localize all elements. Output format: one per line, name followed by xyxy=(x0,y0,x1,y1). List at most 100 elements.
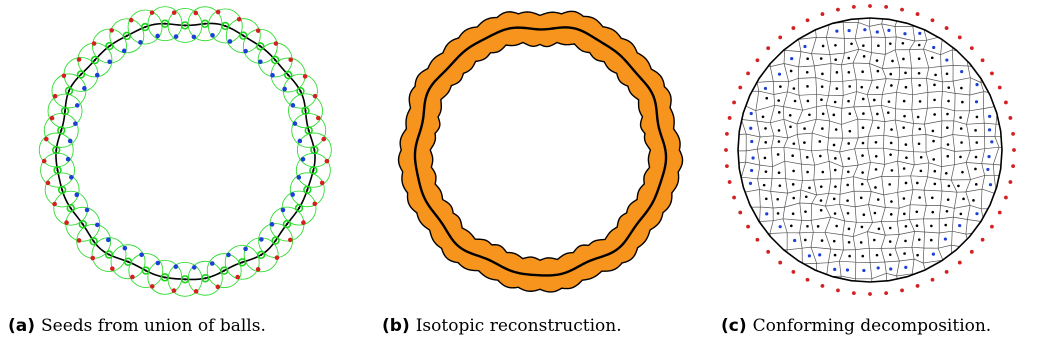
outer-seed xyxy=(273,41,279,46)
interior-seed xyxy=(902,99,906,103)
interior-seed xyxy=(890,169,894,172)
outer-seed xyxy=(255,28,261,33)
inner-boundary-seed xyxy=(835,29,839,33)
sample-center xyxy=(312,169,315,172)
interior-seed xyxy=(946,112,949,116)
inner-boundary-seed xyxy=(958,223,962,228)
sample-point xyxy=(256,42,265,51)
inner-seed xyxy=(191,265,197,270)
inner-seed xyxy=(155,260,161,266)
interior-seed xyxy=(915,224,919,228)
inner-seed xyxy=(259,237,264,242)
interior-seed xyxy=(874,186,877,189)
caption-b-text: Isotopic reconstruction. xyxy=(415,316,622,336)
interior-seed xyxy=(861,171,864,174)
interior-seed xyxy=(834,185,837,188)
outer-seed xyxy=(287,237,293,243)
inner-seed xyxy=(292,121,298,126)
interior-seed xyxy=(776,212,780,215)
outer-seed xyxy=(193,289,199,294)
outer-boundary-seed xyxy=(980,237,985,242)
interior-seed xyxy=(779,85,782,88)
outer-boundary-seed xyxy=(990,224,994,229)
interior-seed xyxy=(792,142,796,145)
interior-seed xyxy=(891,59,894,63)
inner-boundary-seed xyxy=(790,57,794,61)
sample-point xyxy=(180,21,190,30)
interior-seed xyxy=(777,171,781,175)
interior-seed xyxy=(917,238,921,241)
caption-c-text: Conforming decomposition. xyxy=(752,316,992,336)
caption-a-tag: (a) xyxy=(8,316,36,336)
outer-seed xyxy=(236,16,242,22)
interior-seed xyxy=(946,143,950,146)
outer-seed xyxy=(193,10,199,16)
interior-seed xyxy=(930,56,934,60)
inner-boundary-seed xyxy=(932,45,936,50)
sample-center xyxy=(55,148,58,152)
interior-seed xyxy=(792,87,796,90)
interior-seed xyxy=(904,181,908,185)
interior-seed xyxy=(947,86,951,89)
interior-seed xyxy=(959,212,963,216)
outer-boundary-seed xyxy=(755,237,760,242)
interior-seed xyxy=(915,210,919,214)
interior-seed xyxy=(905,156,908,159)
sample-point xyxy=(78,220,87,229)
interior-seed xyxy=(974,167,977,171)
inner-boundary-seed xyxy=(887,28,891,33)
interior-seed xyxy=(904,85,908,89)
sample-center xyxy=(69,207,72,210)
interior-seed xyxy=(846,183,849,187)
interior-seed xyxy=(832,239,836,243)
interior-seed xyxy=(890,200,893,203)
interior-seed xyxy=(944,223,948,227)
sample-center xyxy=(144,269,147,272)
interior-seed xyxy=(832,113,836,117)
interior-seed xyxy=(901,41,905,45)
inner-boundary-seed xyxy=(807,254,811,258)
interior-seed xyxy=(846,170,850,174)
interior-seed xyxy=(847,227,851,231)
interior-seed xyxy=(876,69,880,73)
interior-seed xyxy=(874,155,878,158)
interior-seed xyxy=(777,140,781,143)
interior-seed xyxy=(821,127,824,130)
sample-center xyxy=(287,73,290,77)
inner-seed xyxy=(105,237,111,243)
interior-seed xyxy=(873,98,876,102)
interior-seed xyxy=(904,143,908,146)
inner-boundary-seed xyxy=(875,30,879,34)
inner-seed xyxy=(191,34,197,40)
sample-center xyxy=(183,24,187,27)
interior-seed xyxy=(862,55,866,58)
interior-seed xyxy=(820,239,824,242)
interior-seed xyxy=(778,184,782,187)
outer-boundary-seed xyxy=(766,249,771,254)
interior-seed xyxy=(805,155,809,159)
sample-point xyxy=(105,41,114,51)
interior-seed xyxy=(861,141,865,145)
sample-center xyxy=(60,129,63,132)
interior-seed xyxy=(933,169,937,173)
interior-seed xyxy=(819,154,822,158)
sample-center xyxy=(223,269,226,272)
interior-seed xyxy=(930,196,934,200)
outer-boundary-seed xyxy=(930,18,935,23)
outer-seed xyxy=(171,10,177,15)
interior-seed xyxy=(860,182,864,186)
interior-seed xyxy=(846,199,849,202)
interior-seed xyxy=(903,212,906,216)
interior-seed xyxy=(947,184,951,188)
inner-seed xyxy=(290,103,296,108)
sample-point xyxy=(221,21,230,31)
ball-outline xyxy=(283,73,318,109)
interior-seed xyxy=(876,112,879,116)
interior-seed xyxy=(888,183,891,186)
interior-seed xyxy=(835,71,839,74)
interior-seed xyxy=(933,83,936,87)
sample-center xyxy=(108,44,111,48)
outer-boundary-seed xyxy=(836,288,840,293)
interior-seed xyxy=(847,70,851,74)
inner-seed xyxy=(269,222,275,227)
